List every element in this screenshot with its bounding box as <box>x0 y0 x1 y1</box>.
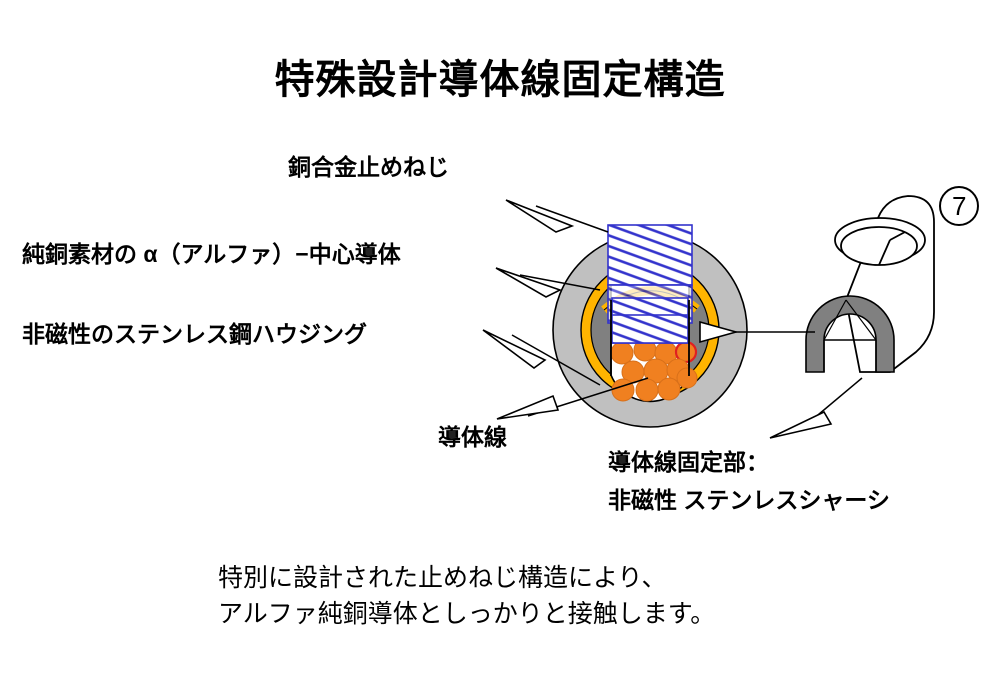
label-conductor-wire: 導体線 <box>438 424 507 450</box>
leader-core <box>519 274 601 291</box>
arrow-icon-wire <box>496 394 560 420</box>
figure-badge-circle <box>939 186 979 226</box>
set-screw-upper <box>607 224 693 286</box>
conductor-strands <box>610 338 698 402</box>
set-screw-tip-inner <box>611 314 689 344</box>
chassis-3d-view <box>805 195 935 373</box>
label-center-conductor: 純銅素材の α（アルファ）−中心導体 <box>22 241 401 267</box>
chassis-opening-slot <box>878 239 891 266</box>
leader-set-screw <box>535 205 609 233</box>
label-set-screw: 銅合金止めねじ <box>288 154 449 180</box>
arrow-icon-housing <box>482 329 547 369</box>
leader-housing <box>511 334 601 386</box>
chassis-u-channel <box>805 295 895 373</box>
arrow-icon-to-3d <box>699 320 739 344</box>
arrow-icon-set-screw <box>505 199 575 233</box>
page-title: 特殊設計導体線固定構造 <box>274 58 726 102</box>
chassis-opening-slot-2 <box>889 231 906 241</box>
label-fixing-part-title: 導体線固定部： <box>608 449 769 475</box>
arrow-icon-fixing <box>769 410 833 439</box>
label-fixing-part-detail: 非磁性 ステンレスシャーシ <box>608 487 890 513</box>
cross-section-view <box>552 224 748 428</box>
figure-caption: 特別に設計された止めねじ構造により、 アルファ純銅導体としっかりと接触します。 <box>218 564 716 628</box>
figure-number-badge: 7 <box>952 191 967 221</box>
leader-arrowheads <box>482 199 833 439</box>
arrow-icon-core <box>495 267 563 298</box>
label-housing: 非磁性のステンレス鋼ハウジング <box>22 321 367 347</box>
chassis-top-opening-inner <box>840 226 918 266</box>
